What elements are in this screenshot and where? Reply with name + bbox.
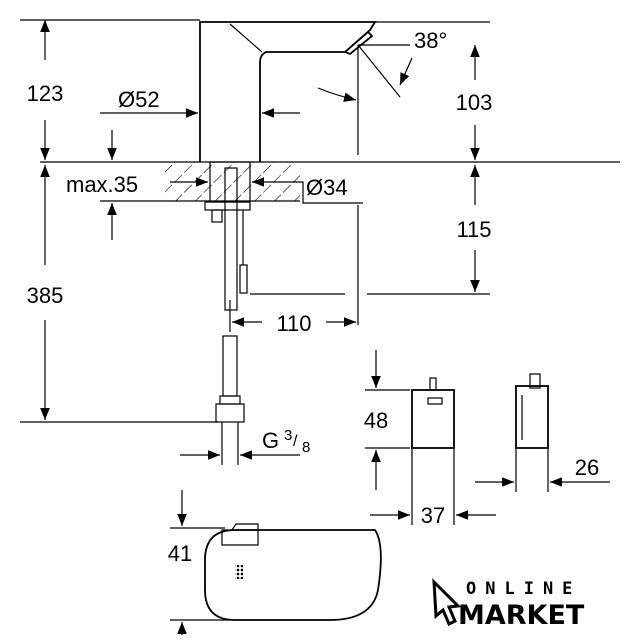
- spout-section-view: [204, 523, 382, 621]
- dim-max-35: max.35: [66, 172, 138, 197]
- dim-48: 48: [364, 408, 388, 433]
- faucet-body: [199, 21, 377, 162]
- dim-37: 37: [421, 503, 445, 528]
- cursor-icon: [432, 578, 462, 627]
- dim-123: 123: [27, 81, 64, 106]
- control-box-side: [515, 373, 549, 449]
- dim-103: 103: [456, 90, 493, 115]
- dim-115: 115: [456, 217, 491, 242]
- dim-41: 41: [168, 541, 192, 566]
- dim-diameter-52: Ø52: [118, 87, 160, 112]
- thread-denominator: 8: [302, 439, 310, 456]
- dim-diameter-34: Ø34: [306, 175, 348, 200]
- thread-slash: /: [293, 433, 298, 450]
- logo-line1: ONLINE: [466, 579, 581, 599]
- dim-385: 385: [27, 283, 64, 308]
- dim-thread-g: G: [262, 428, 279, 453]
- mounting-hose: [204, 161, 251, 423]
- dim-110: 110: [276, 311, 311, 336]
- dim-26: 26: [575, 455, 599, 480]
- logo-line2: MARKET: [458, 600, 585, 631]
- control-box-front: [411, 377, 455, 449]
- online-market-logo: ONLINE MARKET: [432, 578, 585, 631]
- thread-numerator: 3: [284, 427, 292, 444]
- dim-angle-38: 38°: [414, 28, 447, 53]
